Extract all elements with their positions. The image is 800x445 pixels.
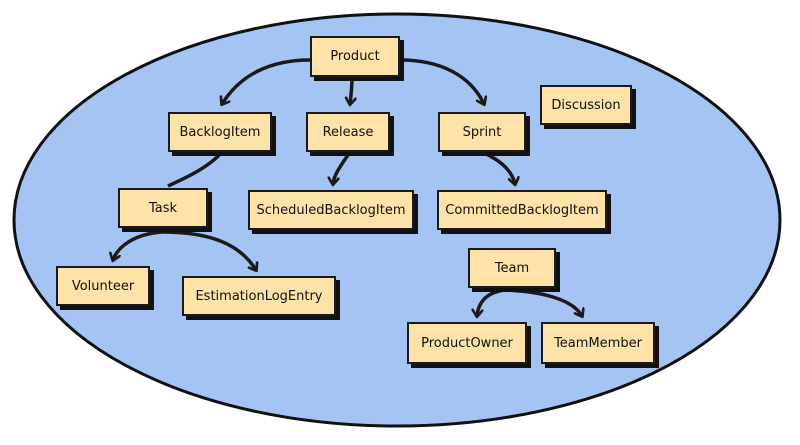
node-backlog-item: BacklogItem <box>168 112 272 152</box>
node-sprint: Sprint <box>438 112 526 152</box>
edge-team-productowner <box>477 288 507 316</box>
edge-release-scheduled <box>333 151 352 184</box>
edge-product-sprint <box>399 58 484 104</box>
edge-team-teammember <box>505 288 582 316</box>
node-scheduled-backlog-item: ScheduledBacklogItem <box>248 190 414 230</box>
edge-product-backlogitem <box>222 58 311 104</box>
node-team: Team <box>468 248 556 288</box>
edge-task-estimation <box>161 230 256 270</box>
node-task: Task <box>118 188 208 228</box>
node-team-member: TeamMember <box>541 322 655 364</box>
edge-task-volunteer <box>113 230 163 260</box>
node-committed-backlog-item: CommittedBacklogItem <box>437 190 607 230</box>
edge-product-release <box>350 76 352 104</box>
node-estimation-log-entry: EstimationLogEntry <box>182 276 336 316</box>
node-product: Product <box>310 36 400 77</box>
node-product-owner: ProductOwner <box>407 322 527 364</box>
node-discussion: Discussion <box>540 85 632 125</box>
edge-backlogitem-task <box>167 150 224 188</box>
node-volunteer: Volunteer <box>56 266 150 306</box>
edge-sprint-committed <box>481 150 515 184</box>
node-release: Release <box>306 112 390 152</box>
